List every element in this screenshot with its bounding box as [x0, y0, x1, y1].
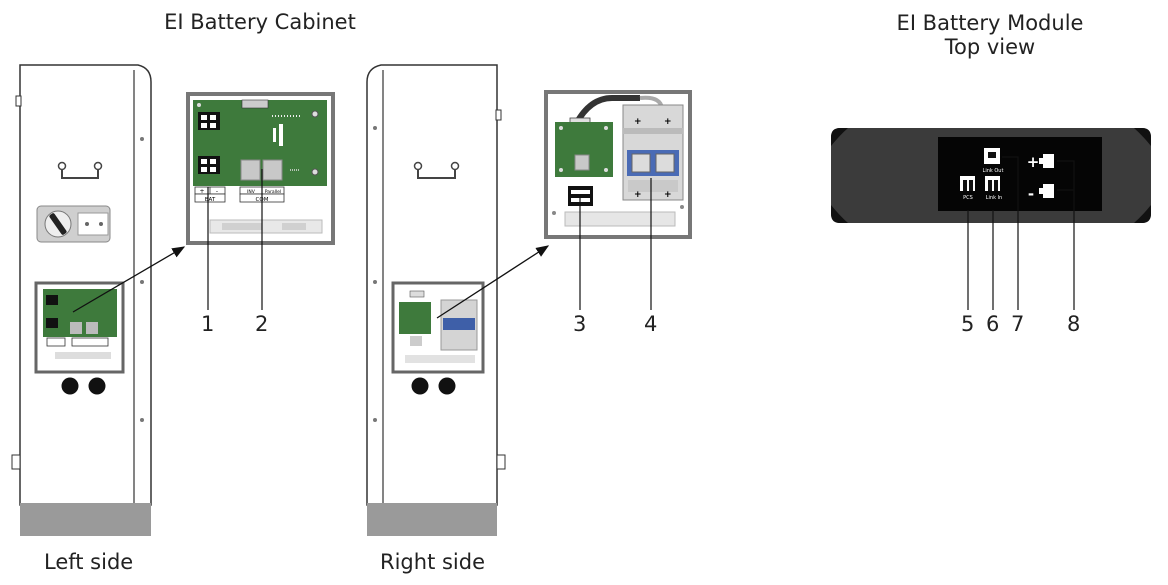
bat-terminal	[198, 112, 220, 174]
callout-1: 1	[201, 312, 215, 336]
callout-leaders	[207, 156, 1075, 310]
right-cabinet	[366, 64, 506, 536]
left-zoom-arrow	[72, 246, 186, 313]
negative-sign: -	[1028, 185, 1034, 203]
right-cabinet-base	[367, 503, 497, 536]
right-cable-port	[438, 377, 456, 395]
link-in-port: Link In	[985, 176, 1002, 201]
svg-text:+: +	[634, 117, 642, 127]
positive-sign: +	[1027, 153, 1040, 171]
right-side-caption: Right side	[380, 550, 485, 574]
left-side-caption: Left side	[44, 550, 134, 574]
callout-2: 2	[255, 312, 269, 336]
callout-8: 8	[1067, 312, 1081, 336]
left-cable-port	[61, 377, 79, 395]
module-title: EI Battery Module Top view	[870, 11, 1110, 59]
module-connector-panel	[938, 137, 1102, 211]
breaker-switch	[36, 205, 111, 243]
power-terminals: + + + +	[622, 104, 684, 201]
right-zoom-panel: + + + +	[544, 90, 692, 239]
right-cable-port	[411, 377, 429, 395]
link-out-label: Link Out	[983, 168, 1004, 174]
left-cable-port	[88, 377, 106, 395]
module-title-line2: Top view	[944, 35, 1036, 59]
left-zoom-panel: + - BAT INV Parallel COM	[186, 92, 335, 245]
bat-label-box: + - BAT	[194, 186, 226, 203]
module-title-line1: EI Battery Module	[896, 11, 1084, 35]
positive-terminal: +	[1027, 153, 1054, 171]
pcs-port: PCS	[960, 176, 975, 201]
right-zoom-arrow	[436, 245, 550, 319]
bat-plus-label: +	[199, 188, 204, 195]
inv-label: INV	[247, 189, 256, 195]
left-cabinet	[11, 64, 152, 536]
left-small-panel	[34, 281, 125, 374]
negative-terminal: -	[1028, 184, 1054, 203]
callout-6: 6	[986, 312, 1000, 336]
callout-4: 4	[644, 312, 658, 336]
bat-minus-label: -	[216, 188, 218, 195]
parallel-label: Parallel	[265, 189, 281, 195]
left-handle	[57, 161, 103, 179]
svg-text:+: +	[664, 117, 672, 127]
battery-module: Link Out PCS Link In + -	[831, 128, 1151, 223]
pcs-label: PCS	[963, 195, 973, 201]
callout-7: 7	[1011, 312, 1025, 336]
link-in-label: Link In	[986, 195, 1002, 201]
link-out-port: Link Out	[983, 148, 1004, 174]
svg-text:+: +	[634, 190, 642, 200]
right-handle	[413, 161, 460, 179]
callout-5: 5	[961, 312, 975, 336]
callout-3: 3	[573, 312, 587, 336]
left-cabinet-base	[20, 503, 151, 536]
com-ports	[240, 159, 283, 181]
cabinet-title: EI Battery Cabinet	[164, 10, 356, 34]
svg-text:+: +	[664, 190, 672, 200]
bat-label: BAT	[205, 197, 216, 203]
